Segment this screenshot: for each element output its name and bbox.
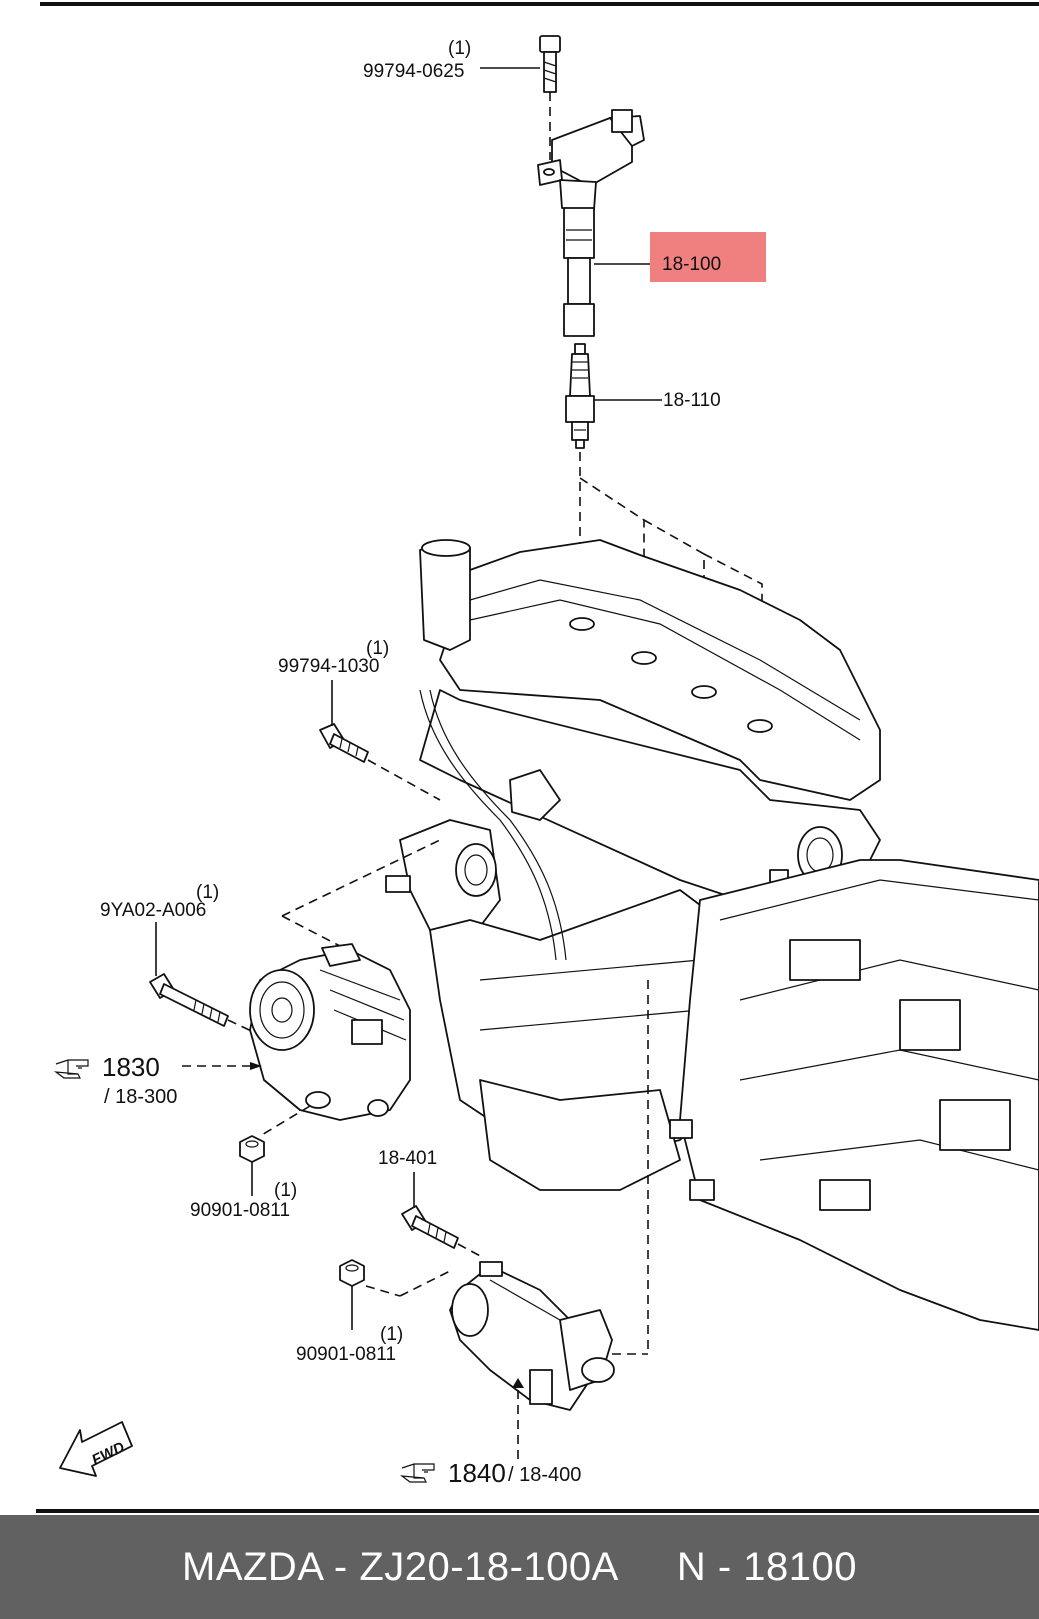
spark-plug-part-number[interactable]: 18-110: [663, 390, 721, 411]
parts-diagram: (1) 99794-0625 18-100 18-110 (1) 99794-1…: [36, 2, 1039, 1513]
bolt-alternator-qty: (1): [196, 882, 219, 903]
starter-ref-sub: / 18-400: [508, 1464, 581, 1486]
bolt-engine-drawing[interactable]: [319, 723, 369, 763]
footer-bar: MAZDA - ZJ20-18-100A N - 18100: [0, 1515, 1039, 1619]
footer-brand-part: MAZDA - ZJ20-18-100A: [182, 1544, 619, 1589]
alternator-ref-number[interactable]: 1830: [102, 1052, 160, 1082]
nut-alternator-qty: (1): [274, 1180, 297, 1201]
pointing-hand-icon: [399, 1463, 435, 1483]
bolt-engine-part-number[interactable]: 99794-1030: [278, 656, 379, 677]
fwd-arrow-icon: FWD: [59, 1421, 133, 1477]
starter-motor-drawing[interactable]: [449, 1261, 615, 1411]
nut-alternator-drawing[interactable]: [239, 1135, 265, 1163]
bolt-top-qty: (1): [448, 38, 471, 59]
nut-alternator-part-number[interactable]: 90901-0811: [190, 1200, 290, 1221]
footer-ref: N - 18100: [676, 1544, 857, 1589]
bolt-top-part-number[interactable]: 99794-0625: [363, 61, 464, 82]
nut-starter-drawing[interactable]: [339, 1259, 365, 1287]
starter-ref-number[interactable]: 1840: [448, 1458, 506, 1488]
alternator-ref-sub: / 18-300: [104, 1086, 177, 1108]
bolt-alternator-part-number[interactable]: 9YA02-A006: [100, 900, 206, 921]
ignition-coil-drawing[interactable]: [537, 109, 645, 337]
bolt-starter-part-number[interactable]: 18-401: [378, 1148, 437, 1169]
bolt-top-drawing[interactable]: [539, 35, 561, 93]
transmission-drawing: [669, 859, 1039, 1331]
coil-highlight: [650, 232, 766, 282]
starter-arrow-head: [512, 1378, 524, 1388]
bolt-alternator-drawing[interactable]: [149, 973, 229, 1027]
ignition-coil-part-number[interactable]: 18-100: [662, 254, 721, 275]
pointing-hand-icon: [53, 1059, 89, 1079]
bolt-engine-qty: (1): [366, 638, 389, 659]
alternator-drawing[interactable]: [249, 943, 411, 1121]
bolt-starter-drawing[interactable]: [401, 1205, 459, 1249]
nut-starter-part-number[interactable]: 90901-0811: [296, 1344, 396, 1365]
nut-starter-qty: (1): [380, 1324, 403, 1345]
spark-plug-drawing[interactable]: [565, 343, 595, 449]
alternator-arrow-head: [250, 1062, 262, 1070]
